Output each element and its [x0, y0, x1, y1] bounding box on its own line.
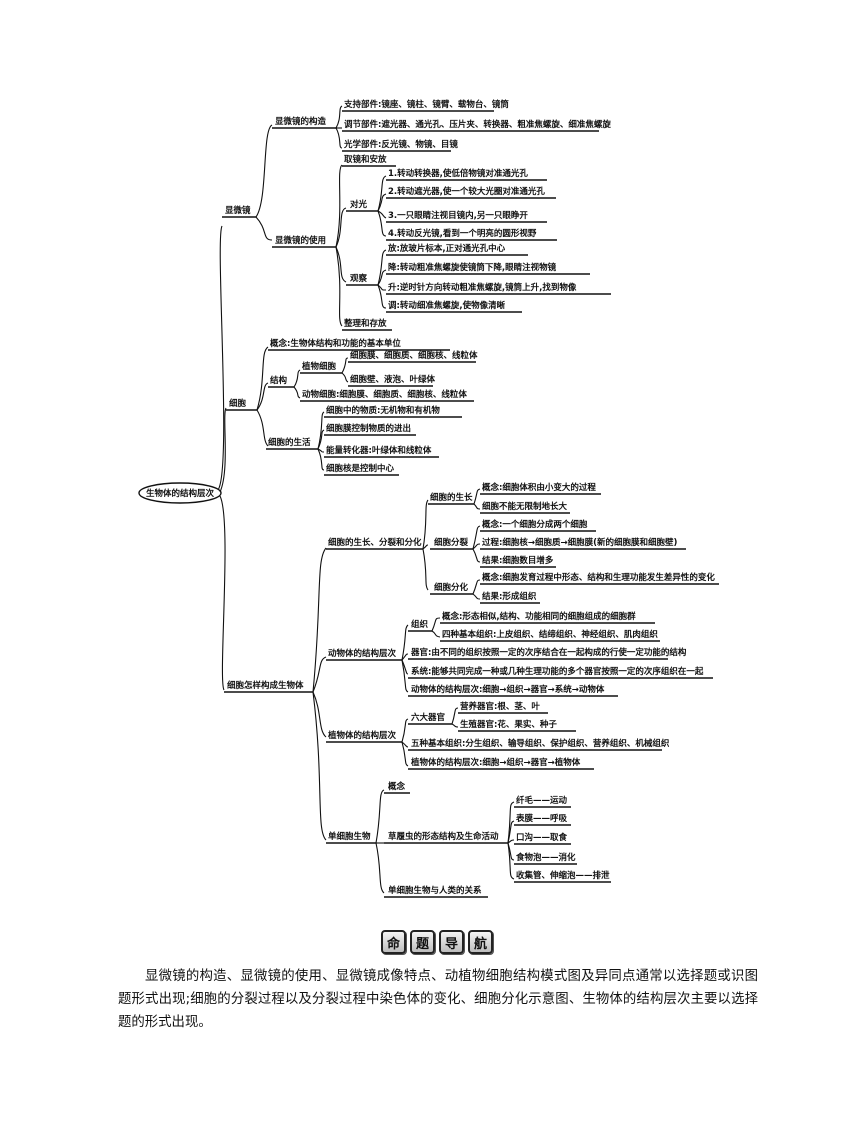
observe-place: 放:放玻片标本,正对通光孔中心 — [387, 243, 506, 254]
usage-align: 对光 — [350, 199, 368, 210]
paramecium-item: 食物泡——消化 — [516, 852, 576, 863]
division-item: 结果:细胞数目增多 — [482, 555, 554, 566]
paramecium-item: 表膜——呼吸 — [515, 813, 568, 824]
plant-cell-item: 细胞壁、液泡、叶绿体 — [350, 374, 436, 385]
node-cell-life: 细胞的生活 — [268, 437, 311, 448]
node-cell: 细胞 — [229, 398, 247, 409]
cell-life-item: 细胞膜控制物质的进出 — [326, 423, 411, 434]
observe-adjust: 调:转动细准焦螺旋,使物像清晰 — [388, 300, 506, 311]
differentiation-item: 概念:细胞发育过程中形态、结构和生理功能发生差异性的变化 — [482, 572, 715, 583]
structure-item-adjust: 调节部件:遮光器、通光孔、压片夹、转换器、粗准焦螺旋、细准焦螺旋 — [344, 119, 611, 130]
mind-map: 生物体的结构层次 显微镜 细胞 细胞怎样构成生物体 显微镜的构造 显微镜的使用 … — [138, 99, 719, 898]
node-cell-division: 细胞分裂 — [434, 537, 469, 548]
cell-life-item: 能量转化器:叶绿体和线粒体 — [326, 445, 432, 456]
root-node-oval — [138, 482, 222, 504]
node-cell-structure: 结构 — [270, 375, 288, 386]
heading-char: 命 — [381, 930, 406, 954]
animal-level-item: 动物体的结构层次:细胞→组织→器官→系统→动物体 — [411, 684, 605, 695]
division-item: 概念:一个细胞分成两个细胞 — [482, 519, 588, 530]
node-plant-cell: 植物细胞 — [301, 361, 337, 372]
cell-concept: 概念:生物体结构和功能的基本单位 — [270, 338, 401, 349]
differentiation-item: 结果:形成组织 — [482, 591, 537, 602]
organ-item: 营养器官:根、茎、叶 — [460, 701, 540, 712]
node-plant-levels: 植物体的结构层次 — [327, 730, 397, 741]
structure-item-optical: 光学部件:反光镜、物镜、目镜 — [343, 139, 458, 150]
node-six-organs: 六大器官 — [411, 712, 446, 723]
observe-raise: 升:逆时针方向转动粗准焦螺旋,镜筒上升,找到物像 — [388, 282, 577, 293]
animal-level-item: 系统:能够共同完成一种或几种生理功能的多个器官按照一定的次序组织在一起 — [411, 666, 704, 677]
node-cell-growth: 细胞的生长 — [430, 492, 473, 503]
single-relation: 单细胞生物与人类的关系 — [388, 885, 482, 896]
structure-item-support: 支持部件:镜座、镜柱、镜臂、载物台、镜筒 — [343, 99, 509, 110]
tissue-item: 四种基本组织:上皮组织、结缔组织、神经组织、肌肉组织 — [442, 629, 658, 640]
body-paragraph: 显微镜的构造、显微镜的使用、显微镜成像特点、动植物细胞结构模式图及异同点通常以选… — [118, 969, 758, 1030]
node-single-cell: 单细胞生物 — [328, 831, 371, 842]
node-microscope-structure: 显微镜的构造 — [275, 116, 327, 127]
growth-item: 概念:细胞体积由小变大的过程 — [482, 482, 596, 493]
node-tissue: 组织 — [411, 619, 429, 630]
heading-char: 导 — [439, 930, 464, 954]
animal-cell-item: 动物细胞:细胞膜、细胞质、细胞核、线粒体 — [302, 389, 467, 400]
node-growth-division: 细胞的生长、分裂和分化 — [328, 537, 422, 548]
cell-life-item: 细胞核是控制中心 — [326, 463, 395, 474]
animal-level-item: 器官:由不同的组织按照一定的次序结合在一起构成的行使一定功能的结构 — [410, 647, 687, 658]
plant-level-item: 五种基本组织:分生组织、输导组织、保护组织、营养组织、机械组织 — [411, 738, 670, 749]
node-animal-levels: 动物体的结构层次 — [328, 648, 397, 659]
cell-life-item: 细胞中的物质:无机物和有机物 — [326, 405, 440, 416]
node-microscope: 显微镜 — [225, 205, 251, 216]
root-connector — [219, 407, 227, 493]
node-microscope-usage: 显微镜的使用 — [275, 235, 326, 246]
node-cell-differentiation: 细胞分化 — [434, 582, 469, 593]
usage-observe: 观察 — [350, 273, 368, 284]
align-step-1: 1.转动转换器,使低倍物镜对准通光孔 — [388, 168, 528, 179]
node-paramecium: 草履虫的形态结构及生命活动 — [388, 831, 499, 842]
align-step-2: 2.转动遮光器,使一个较大光圈对准通光孔 — [388, 186, 545, 197]
root-node: 生物体的结构层次 — [146, 488, 215, 499]
growth-item: 细胞不能无限制地长大 — [482, 501, 568, 512]
organ-item: 生殖器官:花、果实、种子 — [460, 719, 557, 730]
node-organism: 细胞怎样构成生物体 — [227, 680, 304, 691]
align-step-3: 3.一只眼睛注视目镜内,另一只眼睁开 — [388, 210, 528, 221]
paramecium-item: 纤毛——运动 — [516, 795, 568, 806]
paramecium-item: 口沟——取食 — [516, 832, 568, 843]
paramecium-item: 收集管、伸缩泡——排泄 — [516, 870, 610, 881]
align-step-4: 4.转动反光镜,看到一个明亮的圆形视野 — [388, 228, 537, 239]
usage-tidy: 整理和存放 — [344, 318, 387, 329]
division-item: 过程:细胞核→细胞质→细胞膜(新的细胞膜和细胞壁) — [482, 537, 678, 548]
plant-level-item: 植物体的结构层次:细胞→组织→器官→植物体 — [410, 757, 581, 768]
plant-cell-item: 细胞膜、细胞质、细胞核、线粒体 — [350, 350, 478, 361]
heading-char: 航 — [468, 930, 493, 954]
root-connector — [219, 495, 226, 691]
single-concept: 概念 — [388, 781, 406, 792]
tissue-item: 概念:形态相似,结构、功能相同的细胞组成的细胞群 — [442, 611, 636, 622]
usage-take: 取镜和安放 — [344, 154, 387, 165]
section-heading-nav: 命 题 导 航 — [381, 930, 493, 954]
observe-lower: 降:转动粗准焦螺旋使镜筒下降,眼睛注视物镜 — [388, 262, 557, 273]
root-connector — [217, 225, 225, 491]
heading-char: 题 — [410, 930, 435, 954]
